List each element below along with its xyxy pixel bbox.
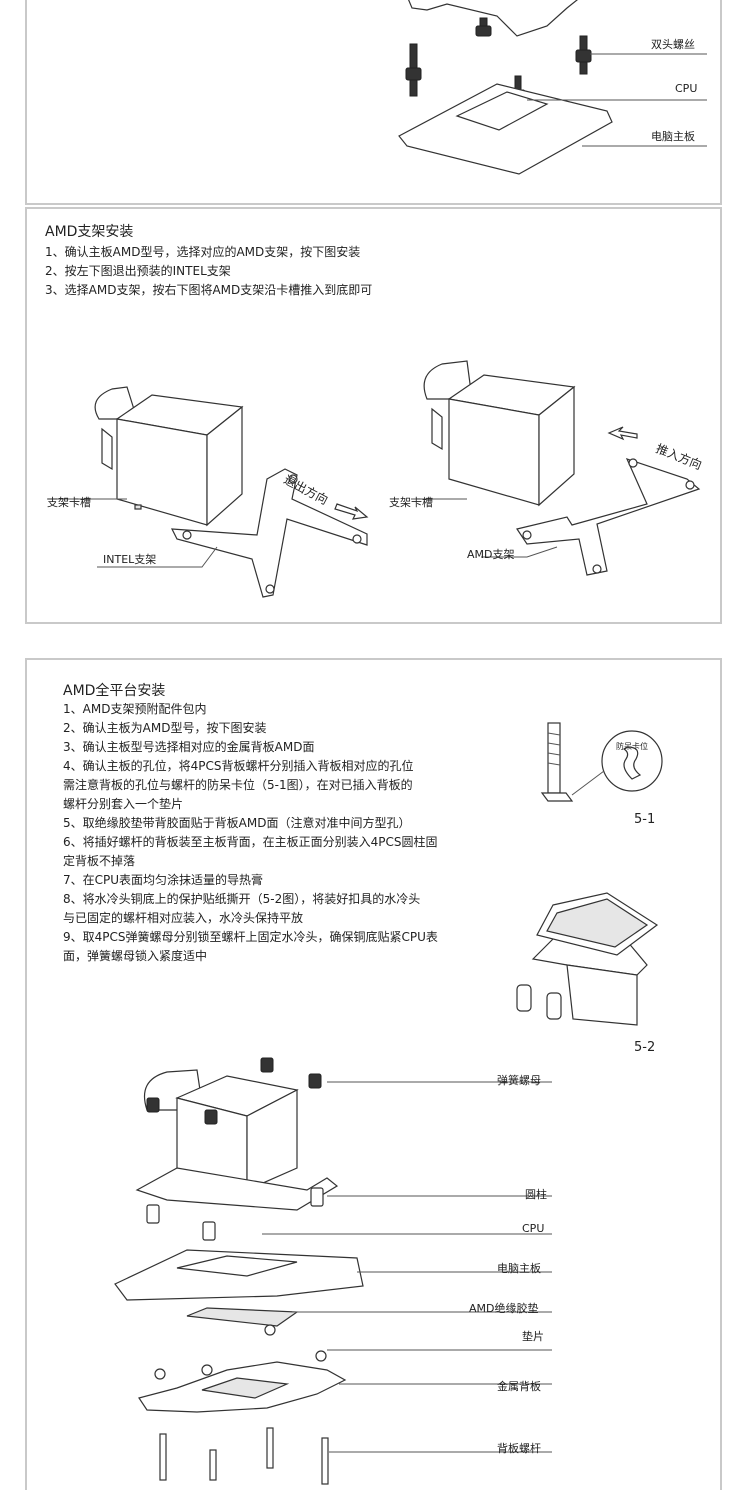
fig-5-1-caption: 5-1 xyxy=(634,812,656,827)
label-bracket-slot-right: 支架卡槽 xyxy=(389,496,433,509)
label-spring-nut: 弹簧螺母 xyxy=(497,1074,541,1087)
amd-all-step: 面，弹簧螺母锁入紧度适中 xyxy=(63,949,208,963)
amd-all-step: 5、取绝缘胶垫带背胶面贴于背板AMD面（注意对准中间方型孔） xyxy=(63,816,411,830)
amd-bracket-step: 2、按左下图退出预装的INTEL支架 xyxy=(45,264,231,278)
fig-5-1-screw-key-diagram xyxy=(540,722,663,802)
amd-all-step: 9、取4PCS弹簧螺母分别锁至螺杆上固定水冷头，确保铜底贴紧CPU表 xyxy=(63,930,438,944)
label-post: 圆柱 xyxy=(525,1188,547,1201)
amd-all-step: 螺杆分别套入一个垫片 xyxy=(63,797,184,811)
amd-all-step: 7、在CPU表面均匀涂抹适量的导热膏 xyxy=(63,873,264,887)
intel-exploded-diagram xyxy=(398,0,707,175)
amd-all-step: 与已固定的螺杆相对应装入，水冷头保持平放 xyxy=(63,911,304,925)
amd-all-steps: 1、AMD支架预附配件包内 2、确认主板为AMD型号，按下图安装 3、确认主板型… xyxy=(63,700,438,966)
label-anti-error-key: 防呆卡位 xyxy=(616,742,648,751)
label-amd-bracket: AMD支架 xyxy=(467,548,515,561)
label-amd-insulation-pad: AMD绝缘胶垫 xyxy=(469,1302,539,1315)
label-double-screw: 双头螺丝 xyxy=(651,38,695,51)
label-cpu: CPU xyxy=(675,82,698,95)
top-install-panel: 双头螺丝 CPU 电脑主板 xyxy=(25,0,722,205)
amd-exploded-diagram xyxy=(114,1057,552,1485)
label-motherboard-exploded: 电脑主板 xyxy=(497,1262,541,1275)
fig-5-2-caption: 5-2 xyxy=(634,1040,656,1055)
intel-bracket-removal-diagram xyxy=(47,386,369,598)
amd-bracket-insert-diagram xyxy=(411,360,701,576)
fig-5-2-peel-sticker-diagram xyxy=(516,892,659,1026)
label-backplate-screw: 背板螺杆 xyxy=(497,1442,541,1455)
label-cpu-exploded: CPU xyxy=(522,1222,545,1235)
screw-left xyxy=(405,43,422,97)
label-metal-backplate: 金属背板 xyxy=(497,1380,541,1393)
amd-bracket-steps: 1、确认主板AMD型号，选择对应的AMD支架，按下图安装 2、按左下图退出预装的… xyxy=(45,243,372,300)
label-washer: 垫片 xyxy=(522,1330,544,1343)
amd-all-step: 1、AMD支架预附配件包内 xyxy=(63,702,207,716)
amd-bracket-panel: AMD支架安装 1、确认主板AMD型号，选择对应的AMD支架，按下图安装 2、按… xyxy=(25,207,722,624)
amd-all-step: 6、将插好螺杆的背板装至主板背面，在主板正面分别装入4PCS圆柱固 xyxy=(63,835,438,849)
amd-all-step: 8、将水冷头铜底上的保护贴纸撕开（5-2图），将装好扣具的水冷头 xyxy=(63,892,421,906)
amd-all-title: AMD全平台安装 xyxy=(63,683,166,699)
label-bracket-slot-left: 支架卡槽 xyxy=(47,496,91,509)
amd-all-step: 需注意背板的孔位与螺杆的防呆卡位（5-1图），在对已插入背板的 xyxy=(63,778,413,792)
amd-all-step: 定背板不掉落 xyxy=(63,854,136,868)
amd-bracket-title: AMD支架安装 xyxy=(45,224,134,240)
amd-bracket-step: 1、确认主板AMD型号，选择对应的AMD支架，按下图安装 xyxy=(45,245,361,259)
label-motherboard: 电脑主板 xyxy=(651,130,695,143)
label-intel-bracket: INTEL支架 xyxy=(103,553,157,566)
amd-all-step: 4、确认主板的孔位，将4PCS背板螺杆分别插入背板相对应的孔位 xyxy=(63,759,414,773)
amd-all-platform-panel: AMD全平台安装 1、AMD支架预附配件包内 2、确认主板为AMD型号，按下图安… xyxy=(25,658,722,1490)
amd-bracket-step: 3、选择AMD支架，按右下图将AMD支架沿卡槽推入到底即可 xyxy=(45,283,373,297)
amd-all-step: 3、确认主板型号选择相对应的金属背板AMD面 xyxy=(63,740,315,754)
amd-all-step: 2、确认主板为AMD型号，按下图安装 xyxy=(63,721,267,735)
